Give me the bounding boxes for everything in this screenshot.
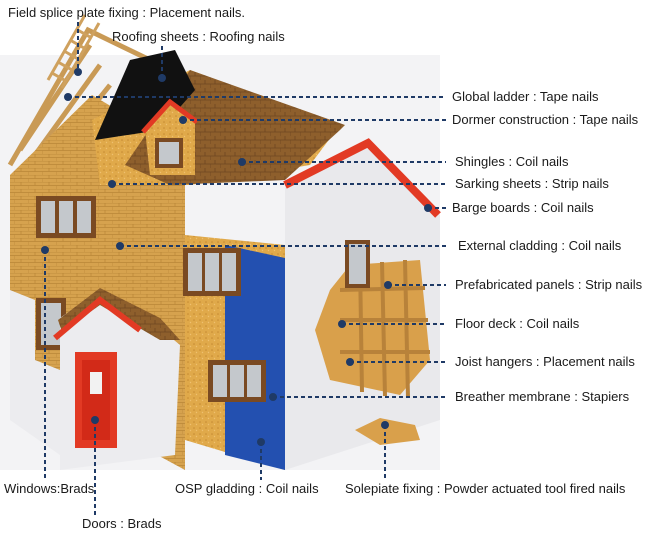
dot-windows (41, 246, 49, 254)
label-dormer: Dormer construction : Tape nails (452, 112, 639, 127)
label-prefab-panels: Prefabricated panels : Strip nails (455, 277, 643, 292)
label-field-splice: Field splice plate fixing : Placement na… (8, 5, 246, 20)
dot-field-splice (74, 68, 82, 76)
label-barge: Barge boards : Coil nails (452, 200, 594, 215)
dot-external-cladding (116, 242, 124, 250)
upper-left-window (36, 196, 96, 238)
barge-board (283, 138, 441, 218)
dot-doors (91, 416, 99, 424)
dot-solepiate (381, 421, 389, 429)
solepiate-area (355, 418, 420, 445)
label-shingles: Shingles : Coil nails (455, 154, 569, 169)
label-floor-deck: Floor deck : Coil nails (455, 316, 580, 331)
label-external-cladding: External cladding : Coil nails (458, 238, 622, 253)
dot-shingles (238, 158, 246, 166)
dot-barge (424, 204, 432, 212)
center-upper-window (183, 248, 241, 296)
render-lower-left (10, 290, 60, 455)
label-osp: OSP gladding : Coil nails (175, 481, 319, 496)
center-lower-window (208, 360, 266, 402)
dot-prefab (384, 281, 392, 289)
dot-floor-deck (338, 320, 346, 328)
label-global-ladder: Global ladder : Tape nails (452, 89, 599, 104)
label-joist-hangers: Joist hangers : Placement nails (455, 354, 635, 369)
label-sarking: Sarking sheets : Strip nails (455, 176, 609, 191)
attic-truss (7, 26, 152, 167)
label-breather: Breather membrane : Stapiers (455, 389, 630, 404)
label-solepiate: Solepiate fixing : Powder actuated tool … (345, 481, 626, 496)
label-windows: Windows:Brads (4, 481, 95, 496)
breather-membrane-panel (225, 245, 285, 470)
dot-dormer (179, 116, 187, 124)
porch (53, 288, 180, 470)
dot-joist (346, 358, 354, 366)
dot-roofing-sheets (158, 74, 166, 82)
dot-global-ladder (64, 93, 72, 101)
dot-osp (257, 438, 265, 446)
label-doors: Doors : Brads (82, 516, 162, 531)
label-roofing-sheets: Roofing sheets : Roofing nails (112, 29, 285, 44)
dot-sarking (108, 180, 116, 188)
dot-breather (269, 393, 277, 401)
